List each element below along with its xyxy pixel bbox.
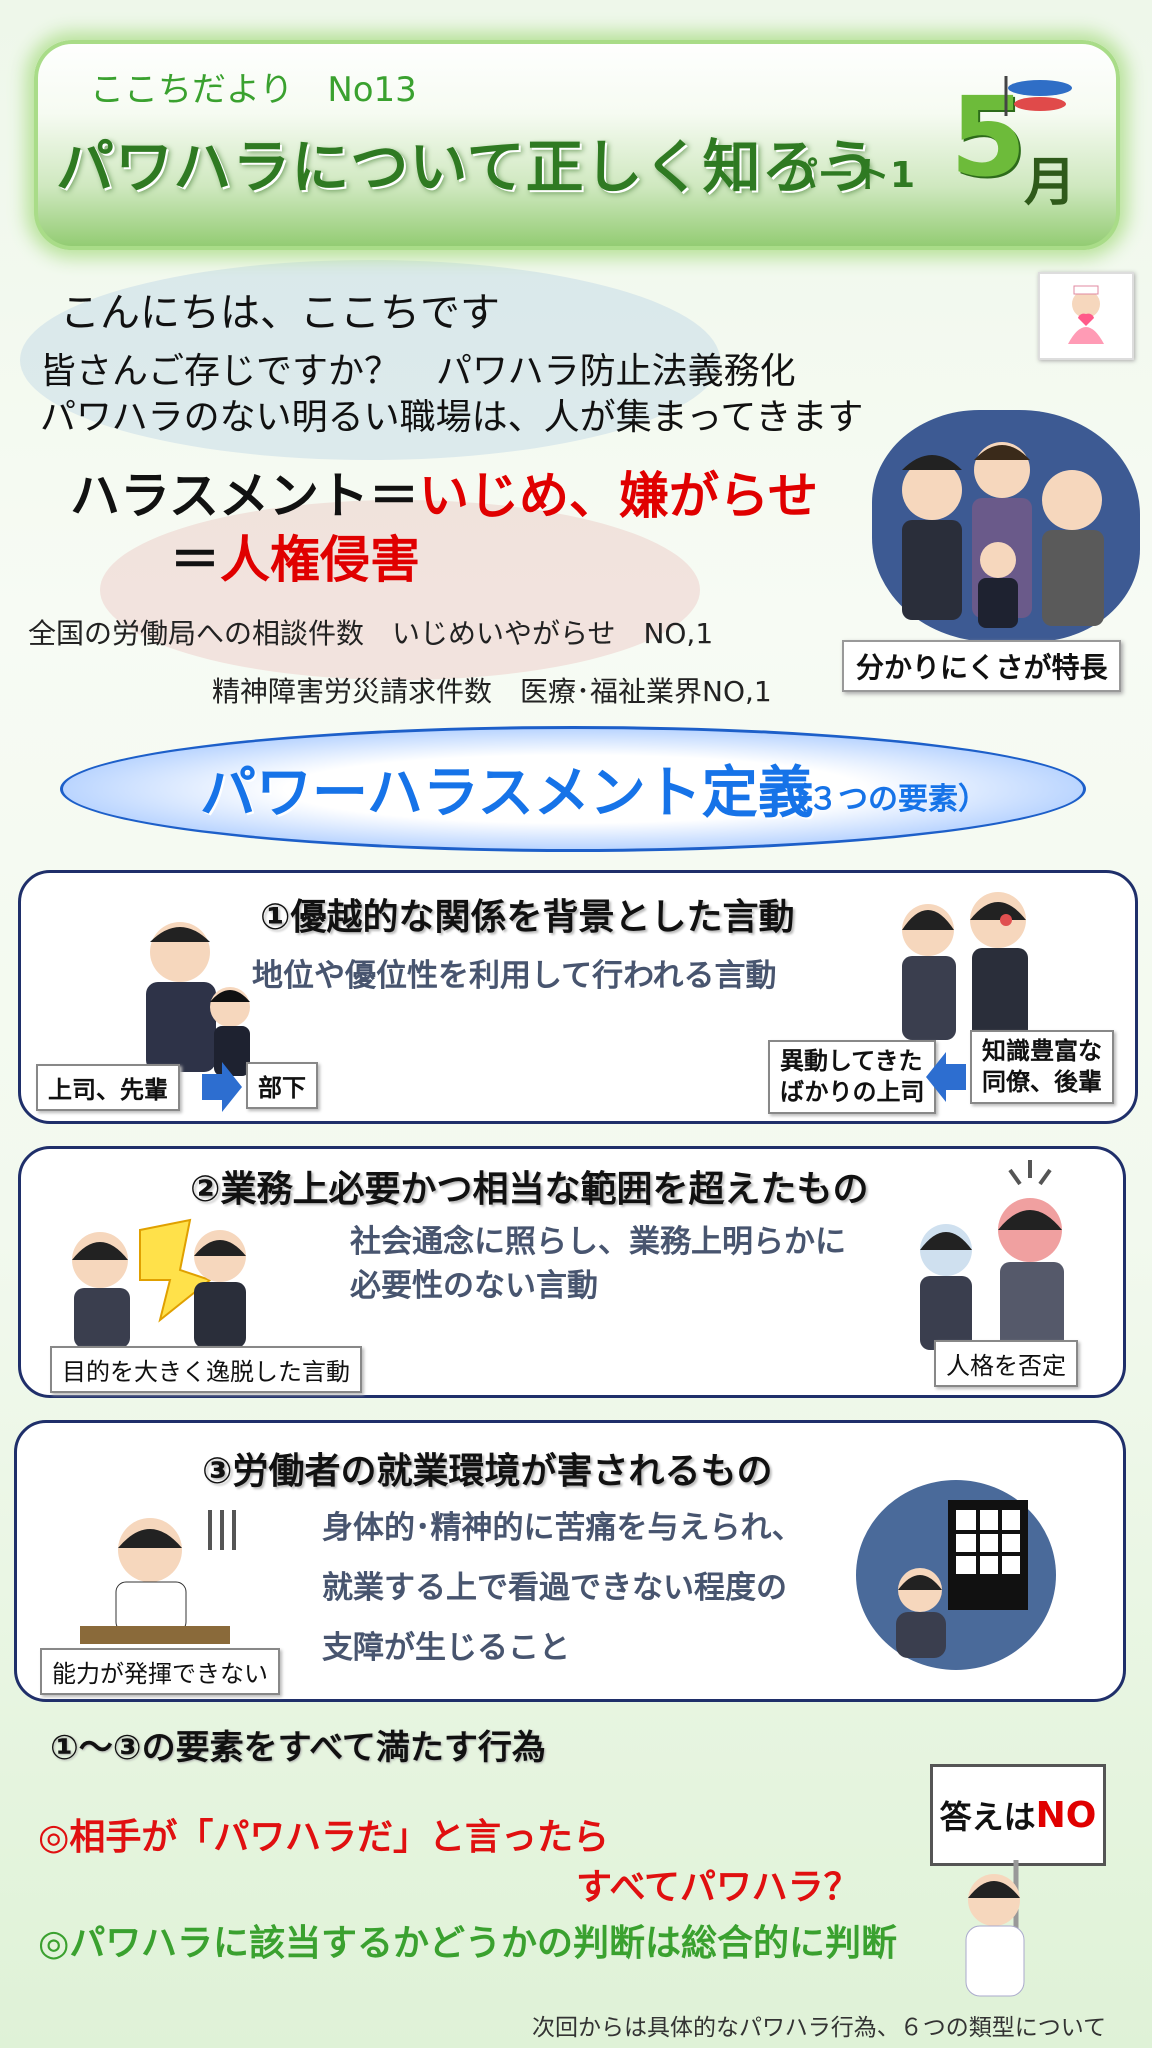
tag-subordinate: 部下 [246, 1062, 318, 1109]
yelling-illustration [60, 1210, 260, 1350]
tag-beyond-purpose: 目的を大きく逸脱した言動 [50, 1346, 362, 1393]
crowd-caption: 分かりにくさが特長 [842, 640, 1122, 692]
answer-prefix: 答えは [939, 1798, 1036, 1836]
month-badge: 5 月 [950, 73, 1090, 213]
definition-subtitle: （３つの要素） [778, 782, 988, 817]
boss-subordinate-illustration [120, 912, 260, 1082]
coworkers-illustration [888, 880, 1048, 1040]
koinobori-bg-2 [100, 500, 700, 680]
greeting: こんにちは、ここちです [60, 290, 500, 336]
issue-number: ここちだより No13 [90, 70, 417, 110]
equation-eq2-prefix: ＝ [170, 531, 220, 589]
section-3-body-2: 就業する上で看過できない程度の [322, 1570, 787, 1606]
intro-line-1: 皆さんご存じですか？ パワハラ防止法義務化 [40, 351, 796, 392]
nurse-icon [1038, 272, 1134, 360]
tag-coworker-line-1: 知識豊富な [982, 1037, 1102, 1065]
month-number: 5 [950, 73, 1027, 201]
tag-personality-denial: 人格を否定 [934, 1340, 1078, 1387]
question-line-3: ◎パワハラに該当するかどうかの判断は総合的に判断 [38, 1923, 898, 1964]
section-2-body-1: 社会通念に照らし、業務上明らかに [350, 1224, 846, 1260]
angry-illustration [900, 1150, 1100, 1350]
section-3-body-1: 身体的･精神的に苦痛を与えられ、 [322, 1510, 803, 1546]
question-line-2: すべてパワハラ？ [576, 1867, 860, 1908]
page-title: パワハラについて正しく知ろう [56, 133, 880, 201]
depressed-worker-illustration [80, 1500, 260, 1650]
tag-knowledgeable-coworker: 知識豊富な 同僚、後輩 [970, 1030, 1114, 1105]
harassment-equation-2: ＝人権侵害 [170, 520, 420, 592]
section-2-title: ②業務上必要かつ相当な範囲を超えたもの [190, 1169, 869, 1210]
equation-right-2: 人権侵害 [220, 531, 420, 589]
isolated-worker-illustration [856, 1480, 1056, 1670]
equation-left: ハラスメント＝ [70, 467, 419, 525]
section-1-body: 地位や優位性を利用して行われる言動 [252, 958, 777, 994]
crowd-illustration [872, 410, 1140, 642]
answer-no: NO [1035, 1794, 1097, 1836]
arrow-right-icon [202, 1062, 242, 1112]
question-line-1: ◎相手が「パワハラだ」と言ったら [38, 1817, 610, 1858]
tag-new-boss-line-2: ばかりの上司 [780, 1078, 925, 1107]
koinobori-bg-1 [20, 260, 720, 460]
koinobori-icon [1004, 76, 1072, 116]
section-3-body-3: 支障が生じること [322, 1630, 570, 1666]
definition-title: パワーハラスメント定義 [200, 761, 814, 826]
intro-line-2: パワハラのない明るい職場は、人が集まってきます [40, 397, 864, 438]
tag-coworker-line-2: 同僚、後輩 [982, 1068, 1102, 1097]
sign-holder-illustration [950, 1860, 1080, 2000]
month-kanji: 月 [1024, 153, 1077, 213]
arrow-left-icon [926, 1052, 966, 1102]
part-label: パート1 [782, 155, 916, 196]
section-3-title: ③労働者の就業環境が害されるもの [202, 1451, 773, 1492]
stat-1: 全国の労働局への相談件数 いじめいやがらせ NO,1 [28, 617, 714, 650]
tag-boss: 上司、先輩 [36, 1064, 180, 1111]
section-1-title: ①優越的な関係を背景とした言動 [260, 897, 795, 938]
tag-cannot-perform: 能力が発揮できない [40, 1648, 280, 1695]
definition-banner [60, 726, 1086, 852]
tag-new-boss: 異動してきた ばかりの上司 [768, 1040, 937, 1115]
tag-new-boss-line-1: 異動してきた [780, 1047, 923, 1075]
harassment-equation: ハラスメント＝いじめ、嫌がらせ [70, 456, 818, 528]
footer-note: 次回からは具体的なパワハラ行為、６つの類型について [532, 2015, 1107, 2041]
section-2-body-2: 必要性のない言動 [350, 1268, 598, 1304]
conclusion: ①～③の要素をすべて満たす行為 [50, 1728, 546, 1768]
equation-right-1: いじめ、嫌がらせ [419, 467, 818, 525]
stat-2: 精神障害労災請求件数 医療･福祉業界NO,1 [212, 675, 772, 708]
header-banner [34, 40, 1120, 250]
